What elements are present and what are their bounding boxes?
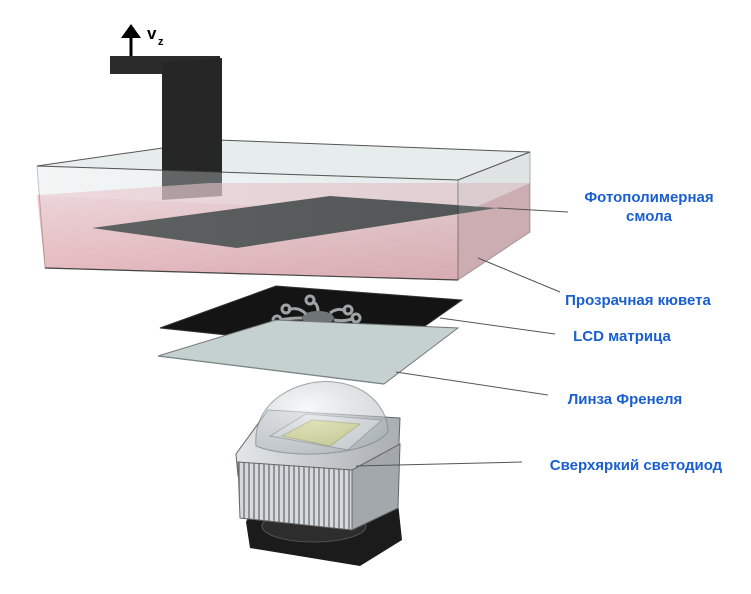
vat (36, 139, 531, 181)
led-assembly (235, 381, 402, 566)
leader-resin (496, 207, 569, 213)
vat-side-wall (457, 151, 531, 281)
label-resin-line1: Фотополимерная (584, 189, 713, 206)
label-resin-line2: смола (626, 208, 673, 225)
leader-vat (477, 257, 561, 293)
labels: Фотополимерная смола Прозрачная кювета L… (550, 189, 723, 474)
label-lcd: LCD матрица (573, 328, 671, 345)
vat-front-wall (36, 165, 459, 281)
velocity-subscript: z (158, 36, 164, 48)
vat-rim (36, 139, 531, 181)
velocity-indicator: v z (121, 24, 164, 56)
label-vat: Прозрачная кювета (565, 292, 711, 309)
vat-bottom-edge (44, 267, 459, 281)
leader-fresnel (395, 371, 549, 396)
lens-dome (255, 381, 389, 455)
platform-arm-column (162, 58, 222, 200)
fresnel-edge (157, 355, 385, 385)
arrow-up-icon (121, 24, 141, 38)
velocity-label: v (147, 24, 157, 43)
label-led: Сверхяркий светодиод (550, 457, 723, 474)
build-platform-arm (110, 56, 222, 200)
leader-led (355, 461, 523, 467)
leader-lines (355, 207, 569, 467)
heatsink-fins-front (237, 461, 353, 531)
leader-lcd (439, 317, 556, 335)
label-fresnel: Линза Френеля (568, 391, 683, 408)
